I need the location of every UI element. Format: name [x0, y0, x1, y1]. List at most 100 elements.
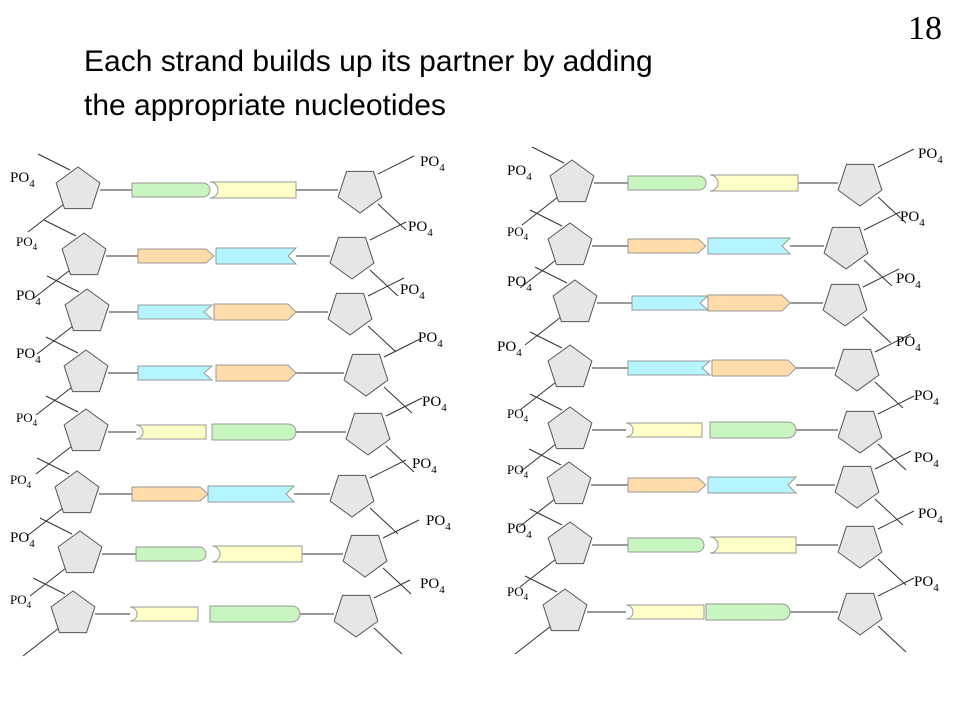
base-pair-row: PO4 PO4: [16, 275, 425, 355]
backbone-bond-right: [369, 507, 399, 535]
sugar-pentagon-left: [542, 588, 588, 632]
phosphate-bond-right: [877, 577, 915, 597]
backbone-bond-right: [385, 445, 415, 473]
backbone-bond-left: [36, 325, 74, 355]
sugar-pentagon-right: [343, 353, 389, 397]
phosphate-label-left: PO4: [507, 224, 529, 242]
phosphate-bond-right: [874, 450, 912, 470]
base-green-right: [209, 605, 301, 623]
phosphate-bond-left: [529, 209, 563, 227]
backbone-bond-left: [33, 269, 71, 299]
sugar-pentagon-left: [549, 159, 595, 203]
phosphate-label-left: PO4: [10, 472, 32, 490]
backbone-bond-right: [877, 558, 907, 586]
phosphate-bond-left: [45, 395, 79, 413]
sugar-pentagon-right: [837, 525, 883, 569]
sugar-pentagon-right: [837, 592, 883, 636]
base-cyan-right: [215, 247, 298, 265]
base-orange-right: [213, 303, 297, 321]
sugar-pentagon-left: [547, 406, 593, 450]
phosphate-label-left: PO4: [16, 346, 41, 366]
backbone-bond-right: [877, 625, 907, 653]
phosphate-bond-right: [862, 268, 900, 288]
phosphate-bond-right: [367, 277, 405, 297]
sugar-pentagon-left: [57, 530, 103, 574]
phosphate-label-right: PO4: [420, 576, 445, 596]
sugar-pentagon-right: [834, 465, 880, 509]
phosphate-label-right: PO4: [918, 146, 943, 166]
phosphate-label-right: PO4: [426, 513, 451, 533]
phosphate-bond-left: [529, 508, 563, 526]
sugar-pentagon-left: [55, 166, 101, 210]
phosphate-bond-right: [373, 579, 411, 599]
phosphate-bond-right: [877, 510, 915, 530]
sugar-pentagon-right: [329, 236, 375, 280]
phosphate-label-right: PO4: [914, 388, 939, 408]
base-green-left: [627, 175, 707, 191]
phosphate-label-right: PO4: [418, 330, 443, 350]
backbone-bond-right: [377, 203, 407, 231]
backbone-bond-right: [874, 498, 904, 526]
phosphate-bond-right: [383, 338, 421, 358]
phosphate-label-left: PO4: [497, 339, 522, 359]
base-yellow-right: [211, 545, 303, 563]
sugar-pentagon-left: [547, 222, 593, 266]
backbone-bond-left: [521, 196, 559, 226]
backbone-bond-right: [383, 386, 413, 414]
base-green-left: [627, 537, 705, 553]
sugar-pentagon-right: [837, 410, 883, 454]
backbone-bond-right: [877, 443, 907, 471]
backbone-bond-right: [382, 567, 412, 595]
phosphate-label-right: PO4: [422, 394, 447, 414]
sugar-pentagon-right: [333, 594, 379, 638]
phosphate-label-right: PO4: [400, 282, 425, 302]
base-cyan-left: [631, 295, 710, 311]
sugar-pentagon-right: [837, 163, 883, 207]
sugar-pentagon-right: [823, 226, 869, 270]
phosphate-bond-left: [529, 331, 563, 349]
phosphate-bond-left: [46, 275, 80, 293]
backbone-bond-left: [29, 567, 67, 597]
phosphate-bond-right: [369, 221, 407, 241]
phosphate-label-left: PO4: [16, 288, 41, 308]
phosphate-label-left: PO4: [507, 521, 532, 541]
base-cyan-right: [707, 476, 798, 494]
base-cyan-left: [137, 304, 214, 320]
phosphate-bond-left: [531, 146, 565, 164]
base-orange-right: [707, 294, 791, 312]
base-orange-left: [131, 486, 209, 502]
backbone-bond-right: [373, 627, 403, 655]
phosphate-label-left: PO4: [16, 234, 38, 252]
phosphate-label-left: PO4: [10, 170, 35, 190]
slide-title: Each strand builds up its partner by add…: [84, 40, 844, 128]
phosphate-bond-left: [529, 393, 563, 411]
sugar-pentagon-left: [546, 461, 592, 505]
backbone-bond-right: [862, 316, 892, 344]
sugar-pentagon-left: [64, 288, 110, 332]
sugar-pentagon-right: [345, 412, 391, 456]
phosphate-bond-right: [385, 397, 423, 417]
backbone-bond-left: [519, 259, 557, 289]
phosphate-label-left: PO4: [10, 592, 32, 610]
sugar-pentagon-right: [329, 474, 375, 518]
phosphate-bond-left: [43, 219, 77, 237]
phosphate-label-right: PO4: [914, 450, 939, 470]
backbone-bond-right: [367, 325, 397, 353]
phosphate-label-left: PO4: [507, 462, 529, 480]
base-green-right: [211, 423, 297, 441]
left-strand-pair: PO4PO4PO4PO4PO4PO4PO4PO4PO4PO4PO4PO4PO4P…: [10, 153, 451, 657]
slide-number: 18: [908, 10, 942, 47]
phosphate-label-right: PO4: [900, 209, 925, 229]
phosphate-label-left: PO4: [507, 163, 532, 183]
sugar-pentagon-right: [822, 283, 868, 327]
phosphate-bond-right: [877, 395, 915, 415]
